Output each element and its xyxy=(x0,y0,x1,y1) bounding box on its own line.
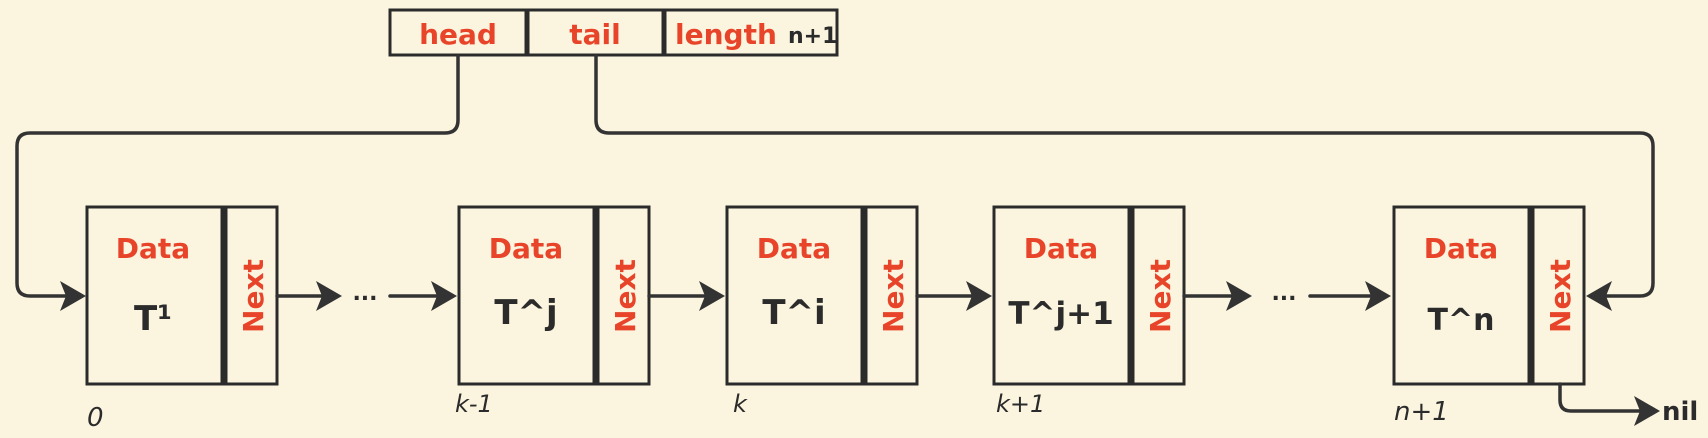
node-next-label: Next xyxy=(877,259,910,333)
arrowhead-icon xyxy=(431,281,457,311)
tail-pointer-arrow xyxy=(594,54,1655,298)
node-next-label: Next xyxy=(237,259,270,333)
node-index: k xyxy=(733,390,748,418)
list-header: head tail length n+1 xyxy=(388,8,839,57)
list-node: Data T¹ Next 0 xyxy=(85,205,279,433)
node-value: T^j+1 xyxy=(1008,296,1113,332)
node-next-label: Next xyxy=(1144,259,1177,333)
head-field: head xyxy=(419,18,497,51)
arrowhead-icon xyxy=(1586,281,1612,311)
list-node: Data T^i Next k xyxy=(725,205,919,418)
ellipsis: ... xyxy=(352,281,377,306)
node-data-label: Data xyxy=(757,232,831,265)
tail-field: tail xyxy=(569,18,620,51)
node-value: T¹ xyxy=(134,299,172,339)
node-data-label: Data xyxy=(1424,232,1498,265)
length-value: n+1 xyxy=(788,24,837,49)
arrowhead-icon xyxy=(1226,281,1252,311)
nil-arrow xyxy=(1558,382,1652,413)
list-node: Data T^n Next n+1 xyxy=(1392,205,1586,427)
node-data-label: Data xyxy=(116,232,190,265)
arrowhead-icon xyxy=(1365,281,1391,311)
list-node: Data T^j Next k-1 xyxy=(455,205,651,418)
arrowhead-icon xyxy=(966,281,992,311)
node-next-label: Next xyxy=(1544,259,1577,333)
arrowhead-icon xyxy=(699,281,725,311)
arrowhead-icon xyxy=(60,281,86,311)
arrowhead-icon xyxy=(1634,396,1660,426)
length-field: length xyxy=(675,18,777,51)
ellipsis: ... xyxy=(1271,281,1296,306)
node-value: T^i xyxy=(762,293,825,333)
node-index: k+1 xyxy=(996,390,1045,418)
node-index: k-1 xyxy=(455,390,493,418)
node-index: n+1 xyxy=(1394,397,1449,427)
nil-label: nil xyxy=(1662,397,1698,427)
node-data-label: Data xyxy=(489,232,563,265)
head-pointer-arrow xyxy=(15,54,460,298)
node-index: 0 xyxy=(87,403,104,433)
list-node: Data T^j+1 Next k+1 xyxy=(992,205,1186,418)
node-data-label: Data xyxy=(1024,232,1098,265)
arrowhead-icon xyxy=(316,281,342,311)
node-value: T^j xyxy=(494,293,557,333)
node-value: T^n xyxy=(1428,303,1495,338)
node-next-label: Next xyxy=(609,259,642,333)
